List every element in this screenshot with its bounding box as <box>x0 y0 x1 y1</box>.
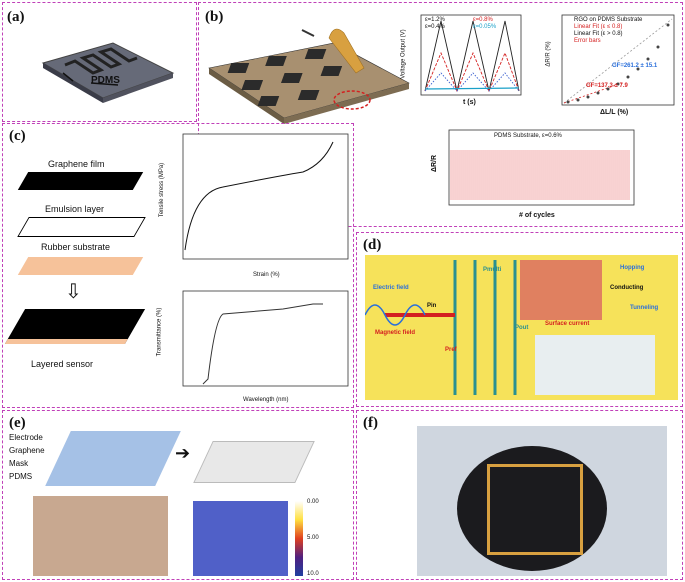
panel-e: (e) Electrode Graphene Mask PDMS ➔ 0.00 … <box>2 410 354 580</box>
electrode-label: Electrode <box>9 433 43 442</box>
cycles-chart: PDMS Substrate, ε=0.6% ΔR/R # of cycles <box>424 128 639 225</box>
down-arrow-icon: ⇩ <box>65 279 82 304</box>
scale-1: 0.00 <box>307 499 319 505</box>
conducting-label: Conducting <box>610 285 643 291</box>
arm-photo <box>33 496 168 576</box>
pdms-label: PDMS <box>91 75 120 86</box>
gf-high: GF=261.2 ± 15.1 <box>612 63 657 69</box>
pressure-heatmap <box>193 501 288 576</box>
gf-xlabel: ΔL/L (%) <box>600 109 628 116</box>
scale-3: 10.0 <box>307 571 319 577</box>
electrode-grid <box>487 464 583 555</box>
arrow-icon: ➔ <box>175 443 190 464</box>
pdms-e-label: PDMS <box>9 472 32 481</box>
voltage-legend-4: ε=0.05% <box>473 24 496 30</box>
hopping-label: Hopping <box>620 265 644 271</box>
pout-label: Pout <box>515 325 528 331</box>
gf-ylabel: ΔR/R (%) <box>546 41 552 66</box>
pin-label: Pin <box>427 303 436 309</box>
rubber-substrate <box>18 257 143 275</box>
cycles-xlabel: # of cycles <box>519 212 555 219</box>
graphene-label: Graphene <box>9 446 45 455</box>
layer-emulsion-label: Emulsion layer <box>45 204 104 214</box>
panel-f-label: (f) <box>363 415 378 432</box>
panel-a: (a) PDMS <box>2 2 197 122</box>
pmulti-label: Pmulti <box>483 267 501 273</box>
trans-xlabel: Wavelength (nm) <box>243 397 288 403</box>
gf-legend-2: Linear Fit (ε ≤ 0.8) <box>574 24 622 30</box>
panel-e-label: (e) <box>9 415 26 432</box>
gf-legend-3: Linear Fit (ε > 0.8) <box>574 31 623 37</box>
panel-c-label: (c) <box>9 128 26 145</box>
pref-label: Pref <box>445 347 457 353</box>
panel-f: (f) <box>356 410 683 580</box>
emulsion-layer <box>17 217 146 237</box>
shielding-diagram: Electric field Magnetic field Pin Pref P… <box>365 255 678 400</box>
voltage-ylabel: Voltage Output (V) <box>401 29 407 78</box>
tunneling-label: Tunneling <box>630 305 658 311</box>
voltage-legend-3: ε=0.4% <box>425 24 445 30</box>
mask-label: Mask <box>9 459 28 468</box>
magnetic-field-label: Magnetic field <box>375 330 415 336</box>
voltage-legend-1: ε=1.2% <box>425 17 445 23</box>
layer-stack <box>45 431 181 486</box>
trans-ylabel: Transmittance (%) <box>156 308 162 357</box>
panel-d: (d) Electric field Magnetic field Pin Pr… <box>356 232 683 407</box>
layered-sensor <box>5 309 145 344</box>
panel-c: (c) Graphene film Emulsion layer Rubber … <box>2 123 354 408</box>
gauge-factor-chart: RGO on PDMS Substrate Linear Fit (ε ≤ 0.… <box>544 11 679 121</box>
voltage-legend-2: ε=0.8% <box>473 17 493 23</box>
layer-sensor-label: Layered sensor <box>31 359 93 369</box>
stress-chart: Tensile stress (MPa) Strain (%) <box>163 132 353 282</box>
gf-legend-1: RGO on PDMS Substrate <box>574 17 642 23</box>
cycles-ylabel: ΔR/R <box>431 155 438 172</box>
scale-2: 5.00 <box>307 535 319 541</box>
wafer-photo <box>417 426 667 576</box>
panel-b-label: (b) <box>205 9 223 26</box>
patterned-device <box>193 441 315 483</box>
sensor-illustration <box>3 3 198 123</box>
layer-rubber-label: Rubber substrate <box>41 242 110 252</box>
layer-graphene-label: Graphene film <box>48 159 105 169</box>
graphene-film <box>18 172 143 190</box>
voltage-xlabel: t (s) <box>463 99 476 106</box>
panel-d-label: (d) <box>363 237 381 254</box>
electric-field-label: Electric field <box>373 285 409 291</box>
transmittance-chart: Transmittance (%) Wavelength (nm) <box>163 289 353 404</box>
stress-xlabel: Strain (%) <box>253 272 280 278</box>
gf-low: GF=137.3 ± 7.9 <box>586 83 628 89</box>
stress-ylabel: Tensile stress (MPa) <box>159 163 165 217</box>
voltage-chart: ε=1.2% ε=0.8% ε=0.4% ε=0.05% Voltage Out… <box>411 11 526 111</box>
colorbar <box>295 501 303 576</box>
cycles-legend: PDMS Substrate, ε=0.6% <box>494 133 562 139</box>
gf-legend-4: Error bars <box>574 38 601 44</box>
surface-current-label: Surface current <box>545 321 589 327</box>
